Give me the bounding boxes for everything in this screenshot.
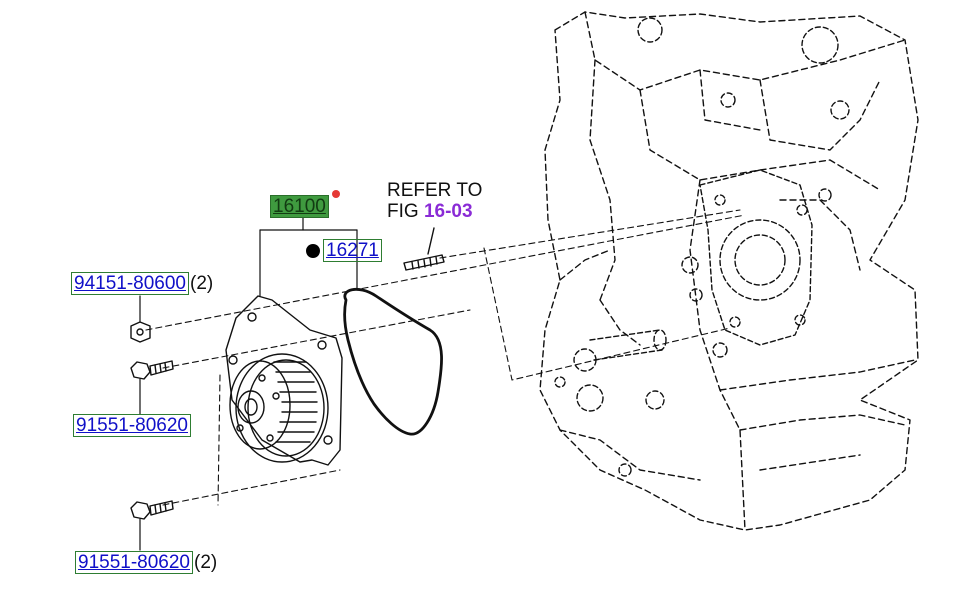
quantity-text: (2) xyxy=(190,273,214,294)
upper-bolt xyxy=(130,360,174,380)
callout-leaders xyxy=(139,215,358,551)
part-number-91551-80620-link-lower[interactable]: 91551-80620 xyxy=(75,551,193,574)
part-label-gasket: 16271 xyxy=(323,239,382,262)
figure-reference: REFER TO FIG 16-03 xyxy=(387,180,482,222)
stud-bolt xyxy=(403,227,445,271)
pump-mount-face xyxy=(699,169,813,346)
reference-line: FIG 16-03 xyxy=(387,201,482,222)
part-label-bolt-lower: 91551-80620(2) xyxy=(75,551,218,574)
water-pump xyxy=(225,295,343,466)
alignment-lines xyxy=(145,209,746,506)
flange-nut xyxy=(130,321,151,343)
gasket xyxy=(343,287,443,436)
block-bosses xyxy=(554,17,850,477)
reference-fig-link[interactable]: 16-03 xyxy=(423,201,473,222)
part-number-94151-80600-link[interactable]: 94151-80600 xyxy=(71,272,189,295)
reference-fig-label: FIG xyxy=(387,201,419,222)
lower-bolt xyxy=(130,500,174,520)
engine-block xyxy=(539,11,919,531)
new-part-marker xyxy=(332,190,340,198)
part-number-16271-link[interactable]: 16271 xyxy=(323,239,382,262)
part-label-water-pump: 16100 xyxy=(270,195,329,218)
part-number-16100-link[interactable]: 16100 xyxy=(270,195,329,218)
reference-prefix: REFER TO xyxy=(387,180,483,201)
part-label-stud: 94151-80600(2) xyxy=(71,272,214,295)
quantity-text: (2) xyxy=(194,552,218,573)
included-part-dot xyxy=(306,244,320,258)
part-number-91551-80620-link[interactable]: 91551-80620 xyxy=(73,414,191,437)
block-pipe xyxy=(589,329,667,361)
part-label-bolt-upper: 91551-80620 xyxy=(73,414,191,437)
